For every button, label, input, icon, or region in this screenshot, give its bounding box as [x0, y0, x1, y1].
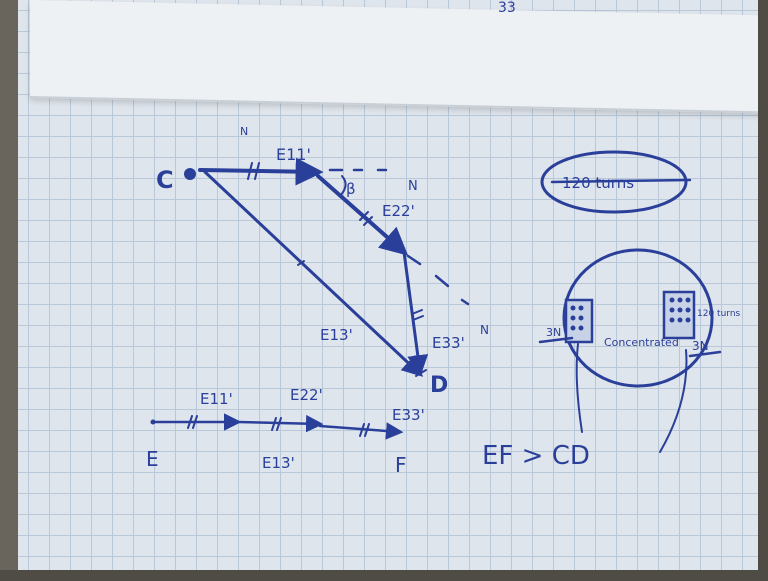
phasor-diagram: [184, 157, 470, 377]
turns-text: 120 turns: [562, 174, 634, 192]
left-lead-line: [575, 343, 583, 433]
label-e13: E13': [320, 326, 353, 344]
label-line-e13: E13': [262, 454, 295, 472]
point-d-mark: [415, 369, 427, 377]
label-line-e22: E22': [290, 386, 323, 404]
vector-e33: [402, 250, 429, 377]
right-frame-edge: [758, 0, 768, 581]
label-line-e11: E11': [200, 390, 233, 408]
dashed-ref-line-2: [406, 254, 470, 306]
rotor-circle: [562, 248, 714, 388]
left-3n-underline: [538, 336, 574, 344]
e33-tick-marks: [411, 309, 424, 321]
line-tick-marks: [187, 415, 370, 437]
bottom-frame-edge: [0, 570, 768, 581]
point-e-dot: [150, 419, 156, 425]
label-n-right: N: [480, 323, 489, 337]
label-e11: E11': [276, 145, 311, 164]
left-3n-label: 3N: [546, 326, 561, 339]
label-e33: E33': [432, 334, 465, 352]
turns-strike-line: [550, 178, 692, 184]
vector-e11: [198, 157, 324, 186]
right-3n-label: 3N: [692, 339, 709, 353]
label-e: E: [146, 447, 159, 471]
line-e33-segment: [318, 422, 404, 440]
concentrated-label: Concentrated: [604, 336, 679, 349]
label-f: F: [395, 453, 407, 477]
point-c-dot: [184, 168, 196, 180]
right-turns-label: 120 turns: [697, 309, 741, 319]
vector-e13: [203, 170, 424, 377]
label-c: C: [156, 166, 174, 194]
turns-ellipse: [540, 150, 692, 214]
e11-tick-marks: [247, 162, 260, 180]
label-line-e33: E33': [392, 406, 425, 424]
whiteboard-grid: [18, 0, 758, 570]
label-n-mid: N: [408, 179, 418, 194]
comparison-text: EF > CD: [482, 441, 590, 471]
machine-cross-section: [538, 248, 722, 453]
e13-tick-mark: [297, 260, 305, 266]
series-line-diagram: [150, 413, 404, 440]
e22-tick-marks: [359, 211, 373, 226]
label-beta: β: [346, 180, 356, 198]
label-n-top: N: [240, 125, 248, 138]
left-coil-slot: [564, 298, 594, 344]
right-lead-line: [659, 349, 688, 453]
coil-dots: [570, 297, 691, 331]
label-e22: E22': [382, 202, 415, 220]
beta-angle-arc: [339, 175, 347, 197]
vector-e22: [316, 174, 409, 256]
label-d: D: [430, 373, 448, 398]
top-fragment-text: 33: [498, 0, 516, 16]
left-frame-edge: [0, 0, 18, 581]
turns-outline: [540, 150, 688, 214]
right-3n-underline: [688, 350, 722, 358]
